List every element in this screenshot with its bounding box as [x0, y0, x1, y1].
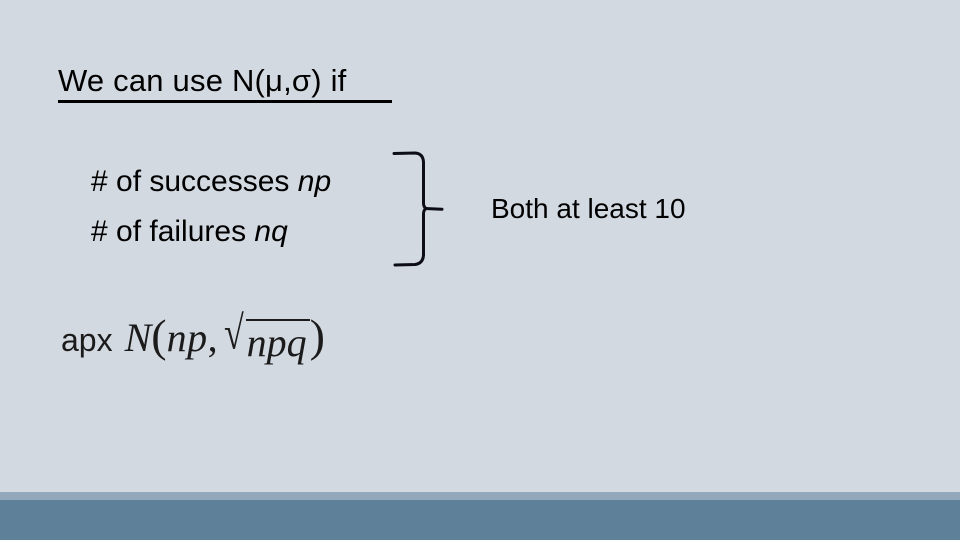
- formula-mean: np: [166, 315, 208, 360]
- condition-variable-nq: nq: [254, 215, 288, 248]
- formula-distribution-name: N: [124, 315, 152, 360]
- formula-open-paren: (: [151, 310, 167, 361]
- condition-label-successes: # of successes: [91, 165, 298, 198]
- conditions-list: # of successes np # of failures nq: [91, 157, 331, 257]
- formula-prefix: apx: [61, 322, 113, 358]
- formula-expression: N ( np , √ npq ): [124, 309, 325, 365]
- decorative-band-mid: [0, 492, 960, 500]
- condition-item-failures: # of failures nq: [91, 207, 331, 257]
- right-curly-brace-icon: [392, 151, 444, 267]
- formula-close-paren: ): [309, 310, 325, 361]
- page-title-underline: [58, 100, 392, 103]
- page-title: We can use N(μ,σ) if: [58, 63, 347, 98]
- condition-item-successes: # of successes np: [91, 157, 331, 207]
- approximation-formula: apx N ( np , √ npq ): [61, 309, 325, 365]
- formula-radical: √ npq: [224, 309, 310, 365]
- callout-text: Both at least 10: [491, 193, 686, 224]
- radical-sign-icon: √: [223, 306, 244, 360]
- formula-radicand: npq: [245, 319, 310, 365]
- formula-comma: ,: [207, 315, 218, 360]
- decorative-band-bottom: [0, 500, 960, 540]
- condition-label-failures: # of failures: [91, 215, 255, 248]
- condition-variable-np: np: [297, 165, 332, 198]
